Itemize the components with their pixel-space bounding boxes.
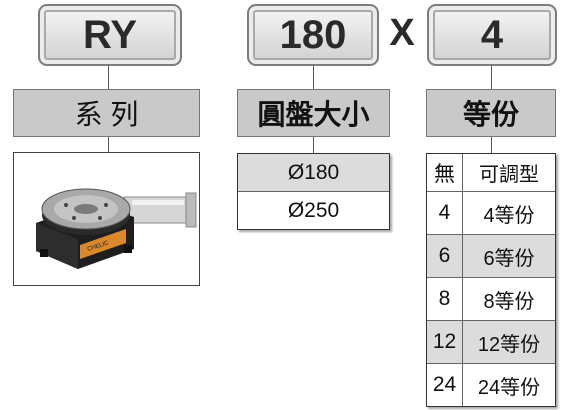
col-adjustable-header: 可調型 bbox=[479, 164, 539, 186]
connector-series-top bbox=[108, 66, 109, 89]
size-row: Ø180 bbox=[238, 154, 389, 191]
adjustable-division-cell: 4等份 bbox=[483, 204, 535, 227]
adjustable-division-cell: 24等份 bbox=[477, 376, 541, 399]
size-header: 圓盤大小 bbox=[237, 89, 390, 137]
connector-divisions-bottom bbox=[491, 137, 492, 153]
separator-x: X bbox=[389, 12, 415, 54]
adjustable-division-cell: 6等份 bbox=[483, 247, 535, 270]
divisions-table: 無 可調型 4 4等份 6 6等份 8 8等份 12 12等份 24 24等份 bbox=[426, 153, 556, 407]
size-code-box: 180 bbox=[247, 4, 379, 66]
table-row: 12 12等份 bbox=[427, 320, 555, 363]
connector-size-bottom bbox=[313, 137, 314, 153]
fixed-division-cell: 4 bbox=[427, 192, 463, 234]
divisions-header-row: 無 可調型 bbox=[427, 154, 555, 191]
divisions-header-label: 等份 bbox=[462, 99, 519, 130]
size-table: Ø180 Ø250 bbox=[237, 153, 390, 230]
connector-series-bottom bbox=[108, 137, 109, 152]
table-row: 4 4等份 bbox=[427, 191, 555, 234]
rotary-table-illustration: CHELIC bbox=[36, 188, 197, 269]
adjustable-division-cell: 8等份 bbox=[483, 290, 535, 313]
size-value: Ø250 bbox=[287, 198, 340, 222]
connector-size-top bbox=[313, 66, 314, 89]
table-row: 6 6等份 bbox=[427, 234, 555, 277]
fixed-division-cell: 6 bbox=[427, 235, 463, 277]
product-image-frame: CHELIC bbox=[13, 152, 200, 286]
table-row: 8 8等份 bbox=[427, 277, 555, 320]
series-header: 系 列 bbox=[13, 89, 200, 137]
divisions-code-box: 4 bbox=[427, 4, 557, 66]
series-header-label: 系 列 bbox=[74, 99, 139, 130]
divisions-code: 4 bbox=[480, 12, 504, 57]
size-code: 180 bbox=[279, 12, 347, 57]
divisions-header: 等份 bbox=[426, 89, 556, 137]
fixed-division-cell: 8 bbox=[427, 278, 463, 320]
adjustable-division-cell: 12等份 bbox=[477, 333, 541, 356]
size-value: Ø180 bbox=[287, 160, 340, 184]
size-header-label: 圓盤大小 bbox=[257, 99, 370, 130]
series-code-box: RY bbox=[38, 4, 182, 66]
table-row: 24 24等份 bbox=[427, 363, 555, 406]
col-fixed-header: 無 bbox=[427, 154, 463, 191]
series-code: RY bbox=[82, 12, 138, 57]
connector-divisions-top bbox=[491, 66, 492, 89]
fixed-division-cell: 24 bbox=[427, 364, 463, 406]
fixed-division-cell: 12 bbox=[427, 321, 463, 363]
size-row: Ø250 bbox=[238, 191, 389, 229]
